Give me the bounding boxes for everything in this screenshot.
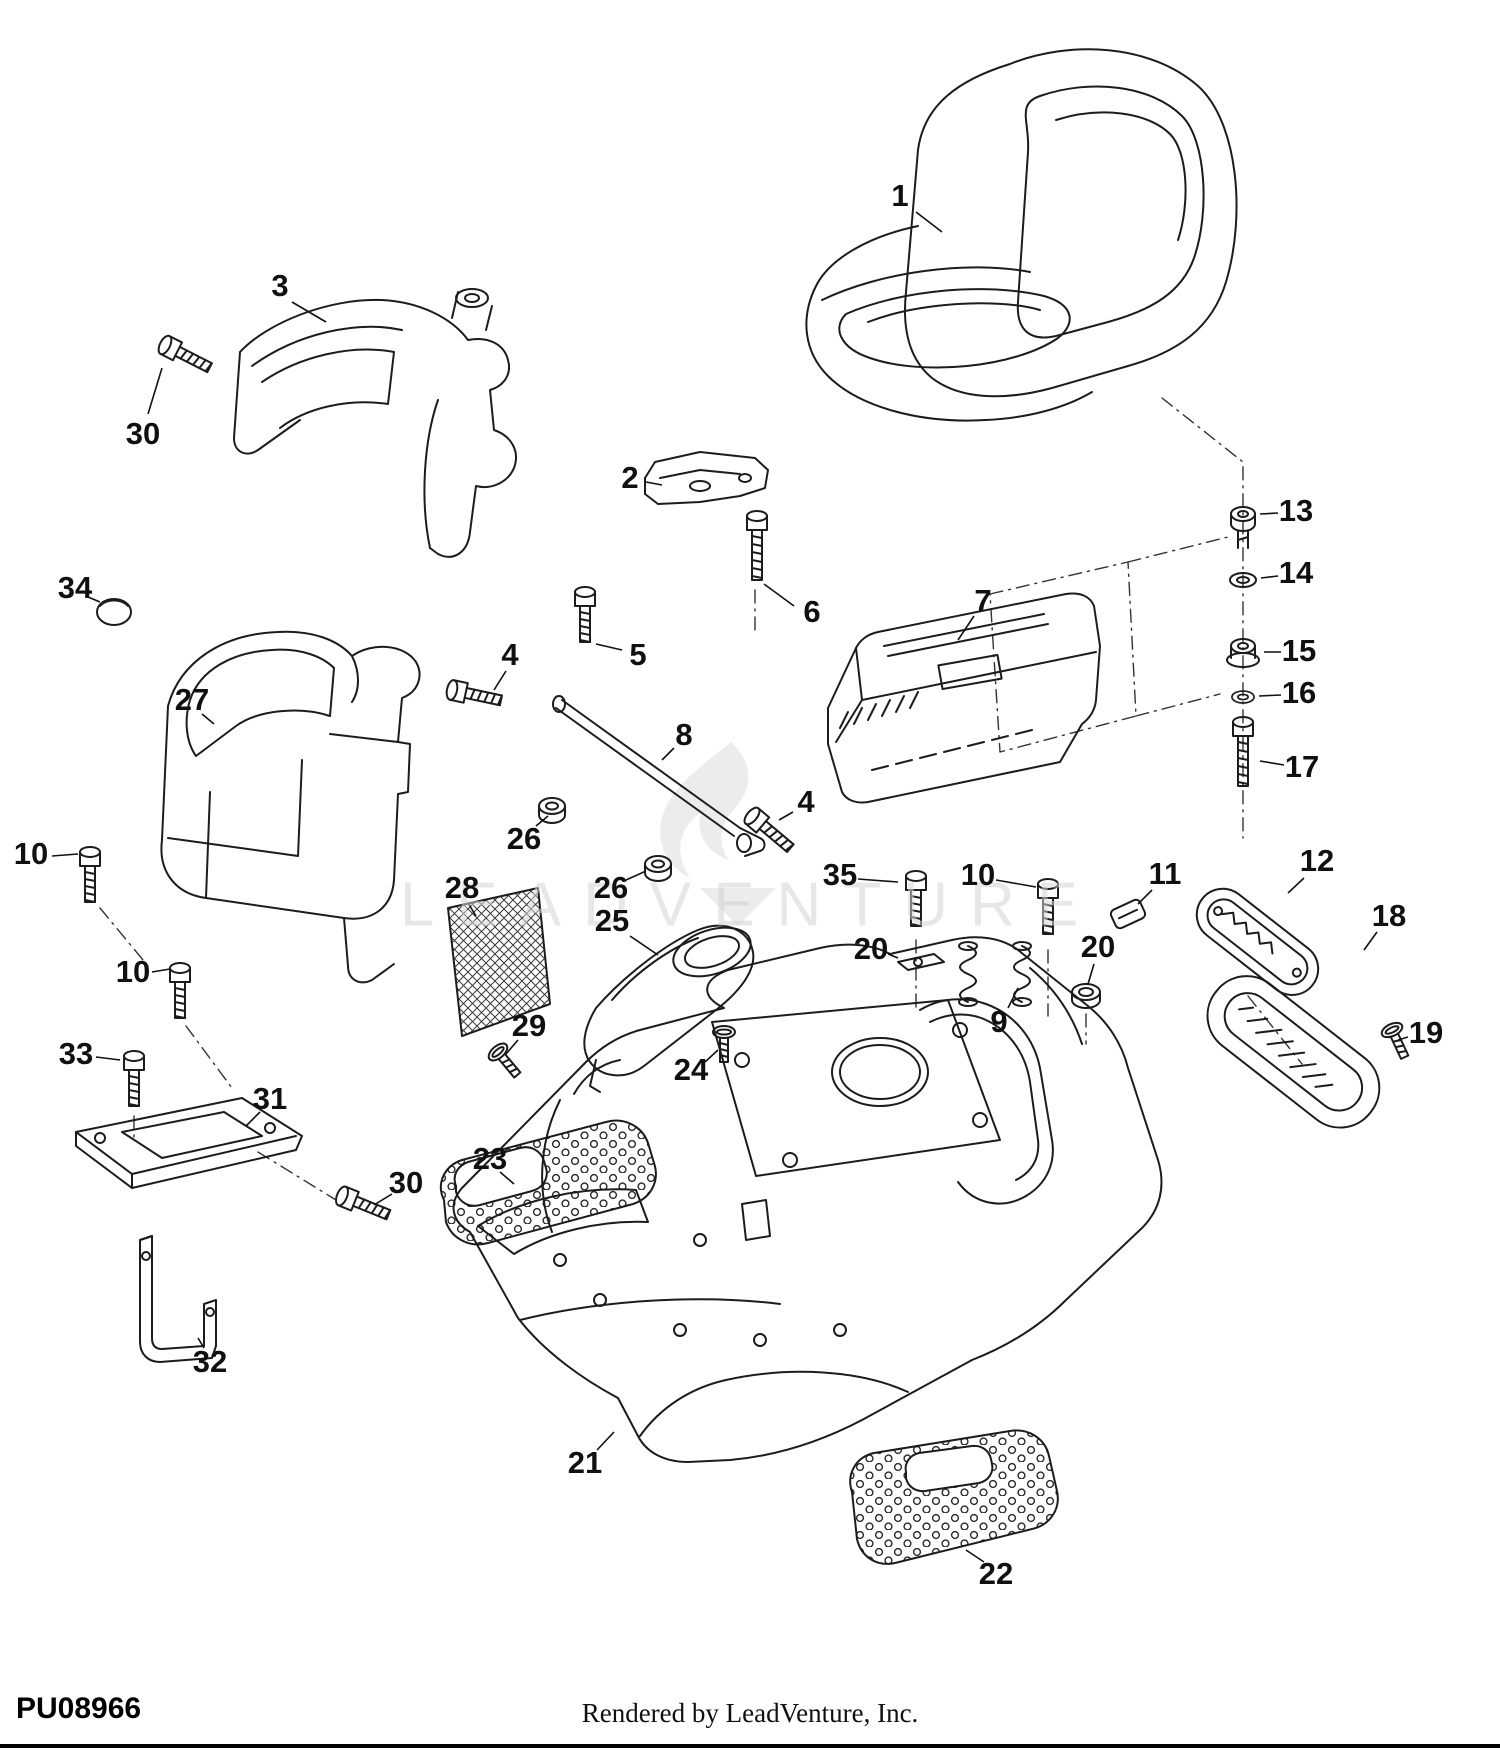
part-17-bolt [1232,716,1254,787]
callout-leader-2-3 [645,481,663,486]
callout-leader-8-15 [661,747,675,761]
part-25-console [583,924,755,1093]
part-9-spring-right [1012,941,1032,1007]
callout-leader-33-32 [95,1056,121,1061]
part-31-bracket-plate [75,1097,303,1189]
callout-leader-10-23 [995,879,1037,888]
part-24-screw [712,1025,736,1063]
alignment-lines [99,397,1303,1201]
callout-leader-5-8 [595,643,623,651]
part-2-seat-bracket [644,451,769,505]
part-21-fender-body [452,936,1163,1463]
watermark-logo [660,742,776,926]
callout-leader-12-25 [1287,877,1305,894]
callout-leader-27-6 [201,713,215,725]
callout-leader-20-28 [1087,963,1095,985]
part-7-fender-deck [827,592,1101,804]
part-9-spring-left [958,941,978,1007]
callout-leader-25-21 [629,935,659,956]
callout-leader-31-35 [245,1111,261,1127]
part-15-flange-nut [1226,638,1260,668]
part-30-bolt-upper [155,332,216,378]
callout-leader-1-0 [915,211,943,233]
callout-leader-10-19 [51,853,79,857]
part-12-armrest-bracket [1195,887,1320,996]
callout-leader-32-38 [197,1337,205,1349]
callout-leader-14-11 [1260,575,1279,579]
part-10-bolt-left-lower [169,962,191,1019]
part-23-footrest-pad [439,1119,657,1246]
part-3-fender-bracket [233,288,517,558]
callout-leader-21-39 [596,1431,615,1451]
part-30-bolt-lower [332,1183,394,1226]
callout-leader-20-27 [887,953,899,959]
callout-leader-34-5 [87,596,101,603]
callout-leader-4-7 [493,670,507,691]
part-8-rod [552,695,766,857]
part-34-plug [96,598,132,626]
part-27-side-panel [160,630,421,984]
callout-leader-13-10 [1259,512,1279,515]
callout-leader-26-17 [535,815,549,827]
part-29-screw [484,1039,527,1084]
part-10-bolt-left-upper [79,846,101,903]
callout-leader-16-13 [1258,694,1282,697]
part-5-bolt [574,586,596,643]
callout-leader-29-33 [505,1039,519,1055]
part-32-support-bracket [139,1235,217,1363]
callout-leader-7-9 [957,615,975,641]
callout-leader-17-14 [1259,760,1285,766]
callout-leader-30-2 [147,367,163,415]
callout-leader-22-40 [965,1549,985,1563]
part-19-screw [1378,1018,1416,1063]
render-credit: Rendered by LeadVenture, Inc. [581,1698,919,1728]
watermark-text: LEADVENTURE [399,870,1101,940]
part-20-bracket [897,953,945,971]
callout-leader-23-37 [499,1171,515,1185]
callout-leader-30-36 [373,1193,393,1206]
part-18-armrest [1206,975,1381,1129]
part-28-mesh-screen [447,887,551,1037]
callout-leader-4-16 [778,811,794,821]
callout-leader-35-22 [857,878,899,883]
part-11-clip [1109,898,1147,930]
callout-leader-10-31 [151,968,171,973]
callout-leader-9-29 [1007,987,1019,1009]
part-13-shoulder-screw [1230,506,1256,549]
callout-leader-26-18 [625,870,647,881]
callout-leader-28-20 [467,902,477,917]
part-code: PU08966 [16,1692,142,1725]
callout-leader-3-1 [291,301,327,323]
callout-leader-11-24 [1137,889,1153,905]
part-1-seat [805,48,1238,422]
callout-leader-6-4 [763,583,795,607]
callout-leader-18-26 [1363,931,1378,951]
part-4-bolt-left [444,678,504,712]
callout-leader-24-34 [704,1049,719,1063]
part-22-footrest-pad [849,1429,1059,1565]
callout-leader-19-30 [1397,1036,1409,1041]
part-6-bolt [746,510,768,581]
leader-lines [51,211,1409,1563]
bottom-rule [0,1744,1500,1748]
part-33-bolt [123,1050,145,1107]
